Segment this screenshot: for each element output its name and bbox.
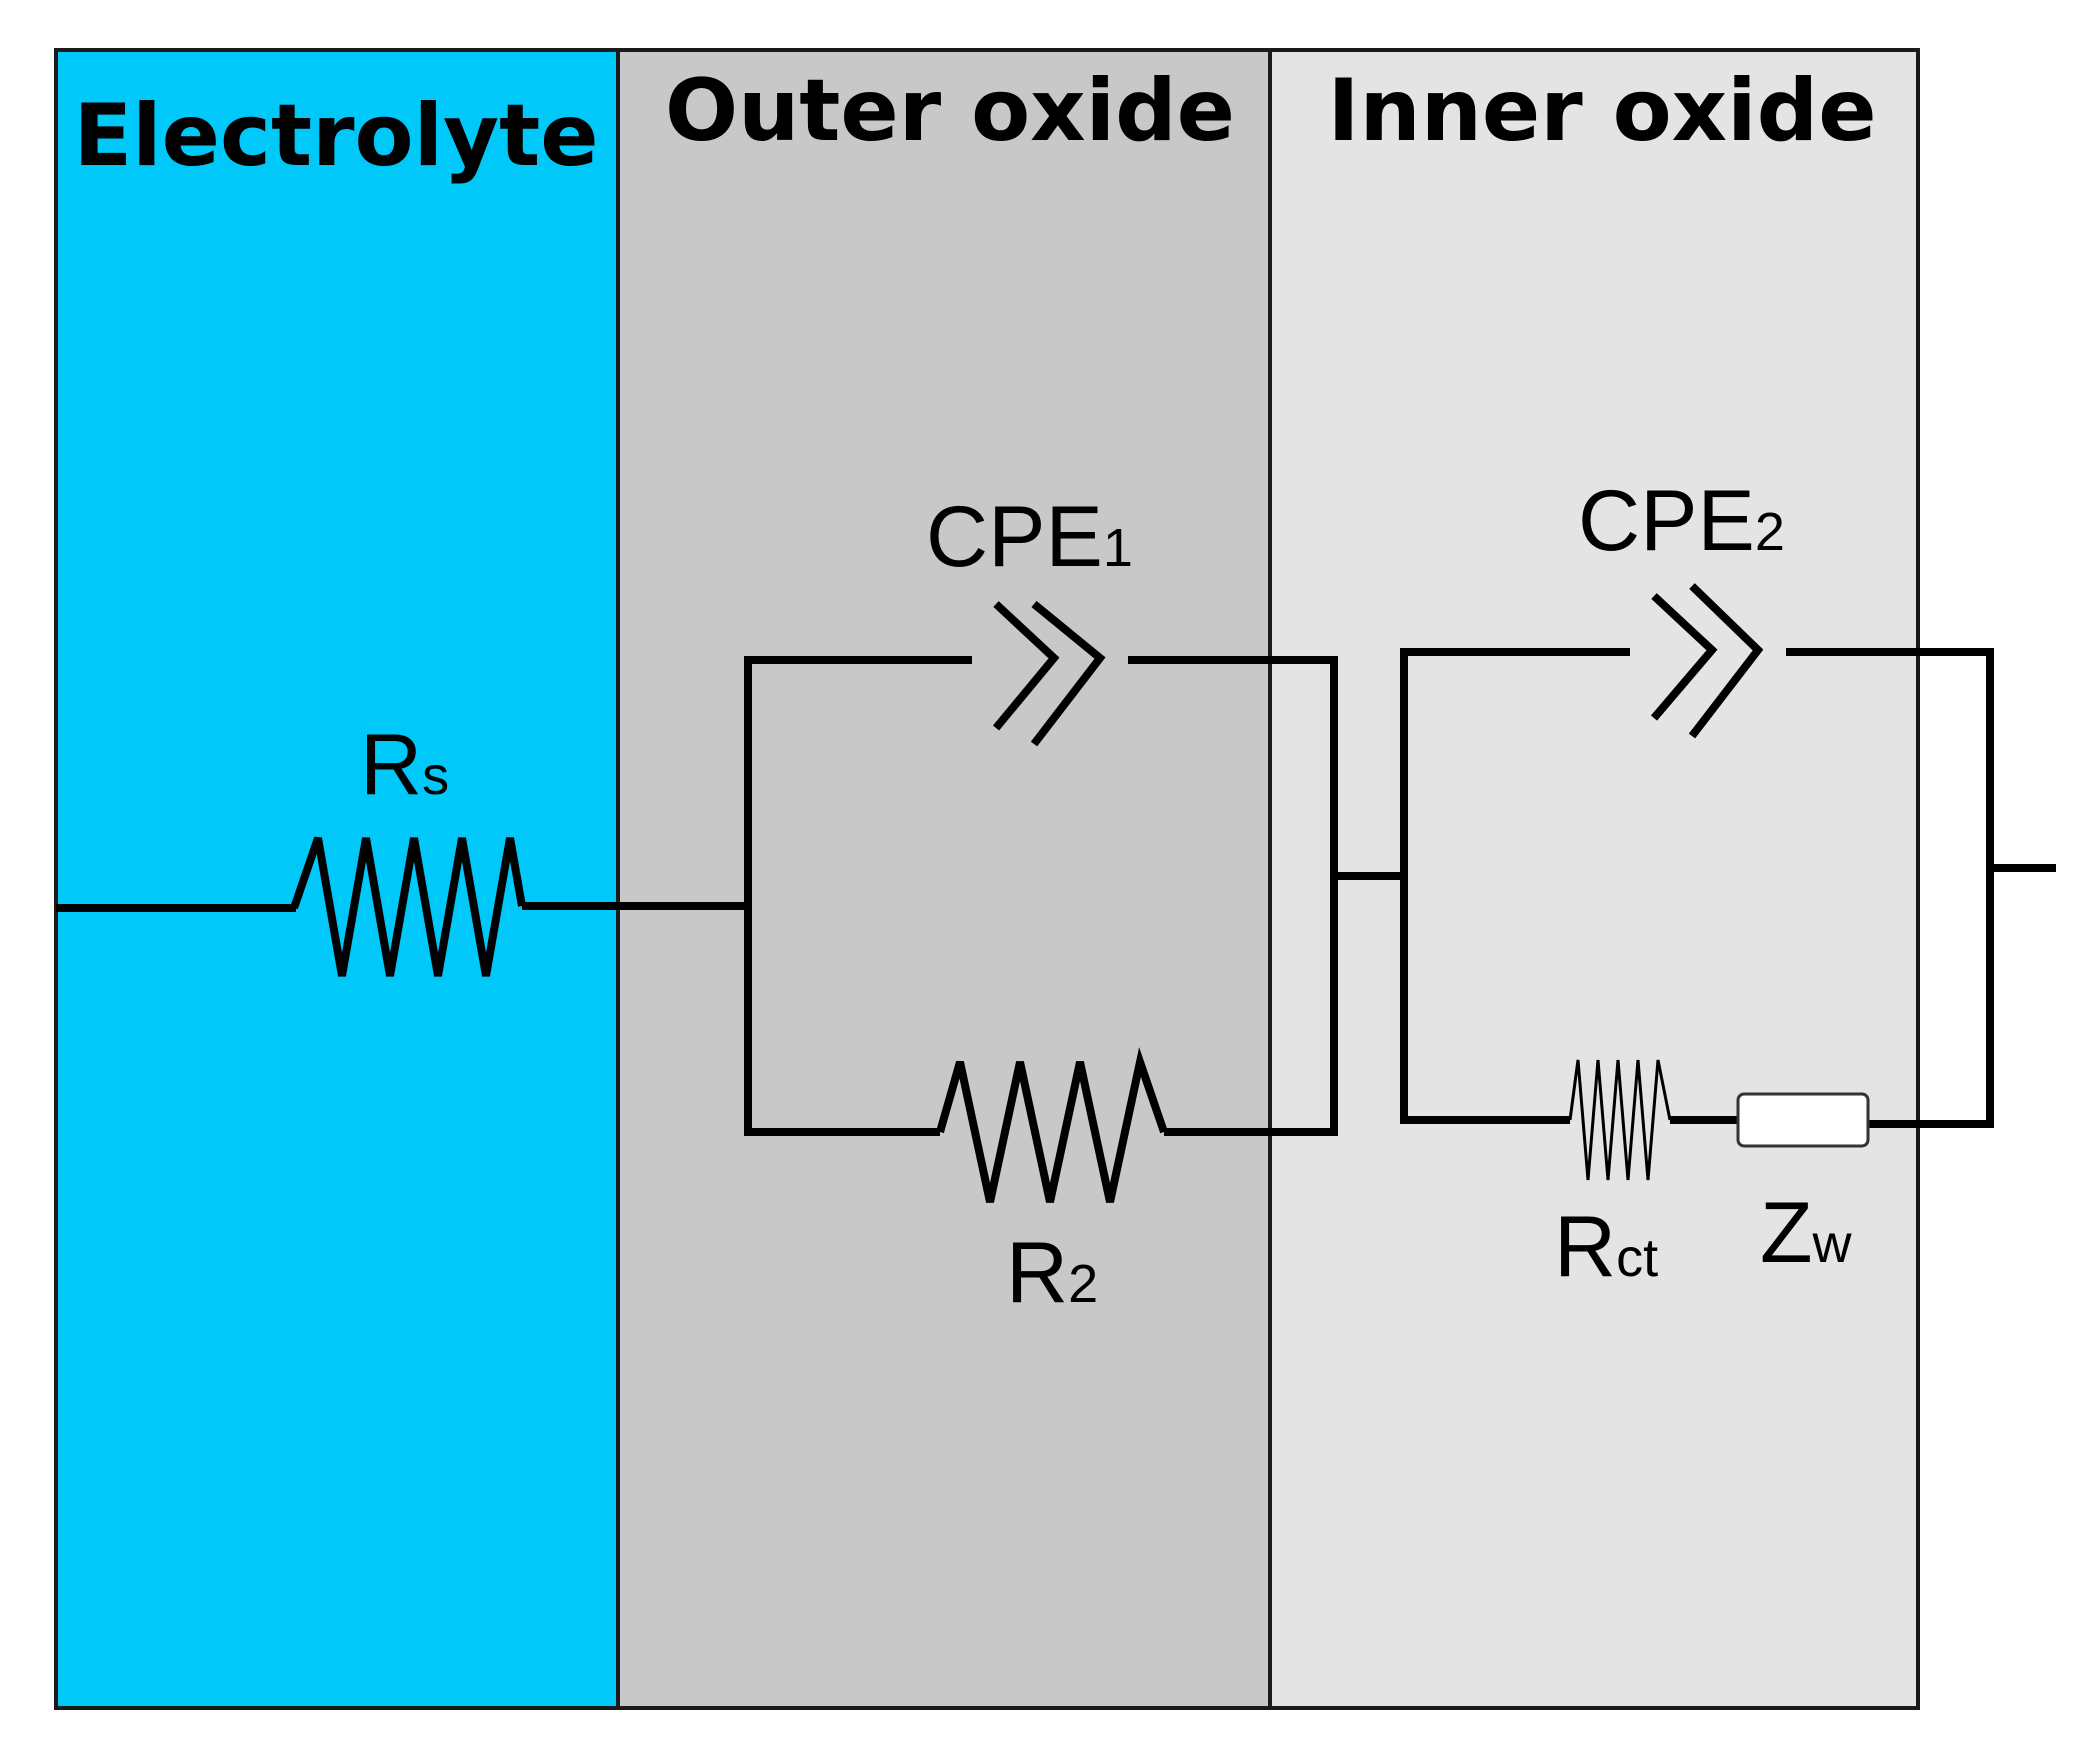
inner-oxide-title: Inner oxide <box>1327 61 1876 161</box>
r2-resistor <box>936 1047 1168 1203</box>
zw-label: Zw <box>1760 1185 1853 1281</box>
rs-resistor <box>290 836 526 977</box>
zw-warburg-element <box>1736 1092 1870 1148</box>
r2-label: R2 <box>1006 1225 1098 1321</box>
electrolyte-title: Electrolyte <box>73 86 598 186</box>
electrolyte-region <box>56 50 618 1708</box>
diagram-border <box>54 48 1920 1710</box>
cpe2-label: CPE2 <box>1578 473 1785 569</box>
cpe1-element <box>992 600 1106 747</box>
rct-label: Rct <box>1554 1199 1658 1295</box>
rct-resistor <box>1568 1059 1672 1181</box>
outer-oxide-title: Outer oxide <box>665 61 1235 161</box>
cpe1-label: CPE1 <box>926 489 1133 585</box>
outer-oxide-region <box>618 50 1270 1708</box>
cpe2-right-wire <box>1786 648 1994 1124</box>
cpe1-right-wire <box>1128 656 1338 1132</box>
cpe2-element <box>1650 583 1764 739</box>
rs-label: Rs <box>360 717 449 813</box>
